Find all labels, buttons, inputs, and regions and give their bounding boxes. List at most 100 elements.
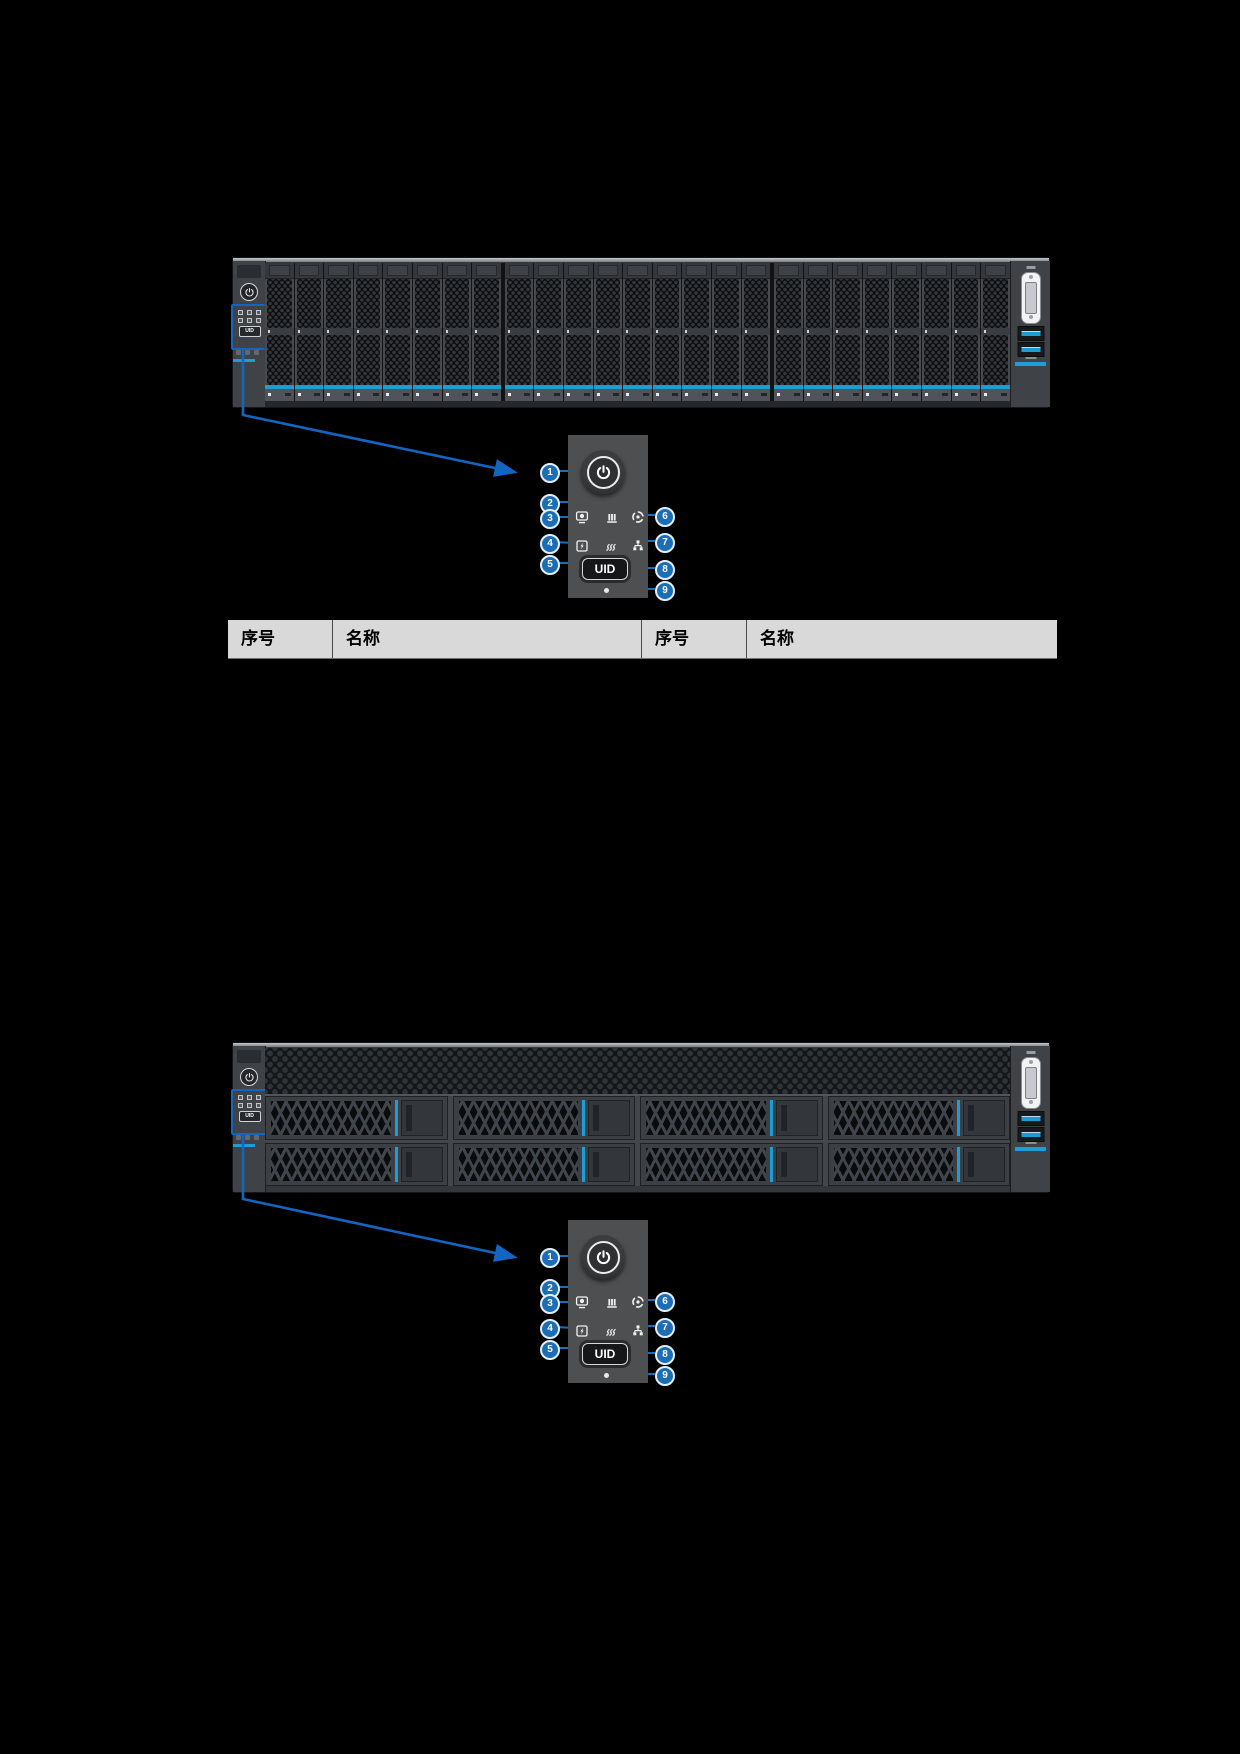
drive-tray [452,1096,635,1140]
tray-mesh [654,335,680,385]
power-button-ring [586,455,620,489]
fan-led-icon [256,310,261,315]
memory-status-icon [605,1295,619,1309]
tray-label-strip [412,389,442,401]
tray-mesh [414,335,440,385]
tray-mesh [864,335,890,385]
callout-6: 6 [655,507,675,527]
drive-tray [265,1096,448,1140]
left-control-ear: UID [231,1046,268,1192]
tray-divider [353,328,383,335]
uid-button[interactable]: UID [582,1343,628,1365]
tray-grille [271,1101,391,1135]
tray-divider [294,328,324,335]
power-button[interactable] [581,450,625,494]
tray-mesh [835,335,860,385]
uid-button[interactable]: UID [238,326,261,337]
drive-tray [294,263,324,401]
temperature-status-icon [605,1324,619,1338]
hdd-led-icon [238,310,243,315]
uid-button[interactable]: UID [582,558,628,580]
tray-latch [775,1100,818,1136]
tray-handle [442,263,472,279]
tray-handle [294,263,324,279]
uid-button[interactable]: UID [238,1111,261,1122]
left-control-ear: UID [231,261,268,407]
ear-blue-stripe [233,1144,255,1147]
tray-mesh [326,335,351,385]
tray-divider [623,328,652,335]
indicator-panel-highlight-box: UID [231,1089,268,1135]
tray-divider [412,328,442,335]
tray-grille [646,1147,766,1181]
tray-label-strip [682,389,711,401]
tray-mesh [625,335,650,385]
tray-label-strip [383,389,412,401]
tray-divider [981,328,1010,335]
power-button[interactable] [581,1235,625,1279]
tray-latch [963,1100,1005,1136]
drive-tray [472,263,501,401]
tray-latch [775,1146,818,1182]
drive-tray [640,1096,823,1140]
temperature-status-icon [605,539,619,553]
tray-mesh [743,335,769,385]
server-front-25bay: UID [231,258,1050,407]
callout-4: 4 [540,534,560,554]
tray-handle [412,263,442,279]
memory-led-icon [247,1095,252,1100]
tray-handle [383,263,412,279]
callout-5: 5 [540,555,560,575]
tray-mesh [625,279,650,328]
tray-mesh [776,335,801,385]
tray-handle [472,263,501,279]
callout-8: 8 [655,560,675,580]
ear-silkscreen-icons [236,1135,259,1140]
column-header-name: 名称 [760,629,794,648]
tray-label-strip [324,389,353,401]
column-header-number: 序号 [228,620,333,658]
callout-9: 9 [655,1366,675,1386]
tray-led-stripe [951,385,981,389]
tray-led-stripe [652,385,682,389]
callout-7: 7 [655,533,675,553]
front-control-panel: UID [568,435,648,598]
tray-label-strip [472,389,501,401]
tray-divider [593,328,623,335]
tray-mesh [924,279,949,328]
memory-status-icon [605,510,619,524]
drive-tray [774,263,803,401]
tray-latch [588,1146,630,1182]
power-status-icon [575,539,589,553]
tray-mesh [355,279,381,328]
tray-mesh [536,335,561,385]
tray-divider [951,328,981,335]
drive-tray [412,263,442,401]
front-control-panel: UID [568,1220,648,1383]
callout-1: 1 [540,463,560,483]
tray-led-stripe [582,1100,585,1136]
tray-mesh [924,335,949,385]
power-button[interactable] [240,1068,258,1086]
tray-mesh [296,279,322,328]
tray-handle [534,263,563,279]
tray-handle [623,263,652,279]
drive-tray [981,263,1010,401]
tray-label-strip [981,389,1010,401]
drive-tray [265,263,294,401]
tray-label-strip [593,389,623,401]
tray-handle [774,263,803,279]
drive-bay-array-8 [265,1096,1010,1186]
usb-port [1017,1127,1044,1142]
power-button[interactable] [240,283,258,301]
tray-divider [741,328,771,335]
tray-handle [951,263,981,279]
callout-3: 3 [540,1294,560,1314]
tray-mesh [506,279,532,328]
tray-handle [711,263,741,279]
tray-led-stripe [504,385,534,389]
tray-led-stripe [563,385,593,389]
tray-mesh [267,335,292,385]
tray-mesh [595,279,621,328]
tray-divider [833,328,862,335]
